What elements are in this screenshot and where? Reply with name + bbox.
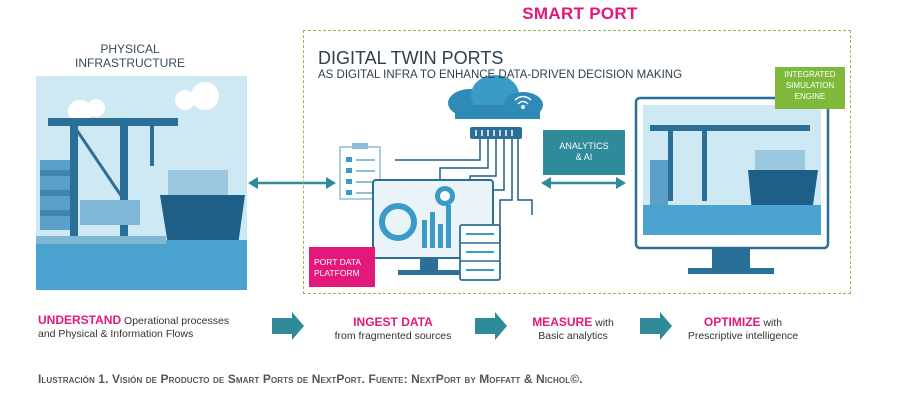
cloud-icon (448, 75, 543, 139)
step-ingest-text2: from fragmented sources (334, 330, 452, 342)
sync-arrow-left (248, 177, 336, 189)
simulation-engine-label: INTEGRATED SIMULATION ENGINE (775, 67, 845, 109)
physical-infrastructure-illustration (36, 76, 247, 290)
sim-line2: SIMULATION (785, 81, 835, 90)
step-measure-text1: with (592, 317, 614, 329)
step-measure-bold: MEASURE (532, 315, 593, 329)
port-data-platform-label: PORT DATA PLATFORM (309, 247, 375, 287)
step-optimize-text2: Prescriptive intelligence (687, 330, 799, 342)
analytics-line2: & AI (575, 152, 593, 162)
step-ingest-bold: INGEST DATA (353, 315, 433, 329)
step-optimize: OPTIMIZE with Prescriptive intelligence (668, 316, 818, 343)
analytics-ai-label: ANALYTICS & AI (543, 130, 625, 175)
analytics-line1: ANALYTICS (559, 141, 609, 151)
step-understand-bold: UNDERSTAND (38, 313, 122, 327)
sim-line3: ENGINE (794, 92, 826, 101)
physical-infrastructure-title: PHYSICAL INFRASTRUCTURE (70, 42, 190, 70)
step-measure-text2: Basic analytics (538, 330, 608, 342)
wifi-icon (514, 95, 532, 109)
physical-title-line1: PHYSICAL (100, 42, 160, 56)
simulation-monitor-icon (634, 96, 830, 274)
step-understand-text1: Operational processes (121, 315, 230, 327)
figure-caption: Ilustración 1. Visión de Producto de Sma… (38, 372, 583, 386)
digital-twin-subtitle: AS DIGITAL INFRA TO ENHANCE DATA-DRIVEN … (318, 69, 683, 81)
smart-port-title: SMART PORT (522, 4, 638, 23)
step-ingest: INGEST DATA from fragmented sources (318, 316, 468, 343)
server-stack-icon (459, 224, 501, 281)
analytics-arrow (541, 177, 626, 189)
pdp-line2: PLATFORM (314, 268, 360, 278)
step-optimize-text1: with (760, 317, 783, 329)
flow-arrows (272, 312, 672, 340)
step-measure: MEASURE with Basic analytics (508, 316, 638, 343)
pdp-line1: PORT DATA (314, 257, 362, 267)
smart-port-boundary (303, 30, 851, 294)
physical-title-line2: INFRASTRUCTURE (75, 56, 185, 70)
sim-line1: INTEGRATED (784, 70, 836, 79)
step-optimize-bold: OPTIMIZE (703, 315, 761, 329)
step-understand-text2: and Physical & Information Flows (38, 328, 194, 340)
step-understand: UNDERSTAND Operational processes and Phy… (38, 314, 268, 341)
digital-twin-title: DIGITAL TWIN PORTS (318, 48, 504, 68)
